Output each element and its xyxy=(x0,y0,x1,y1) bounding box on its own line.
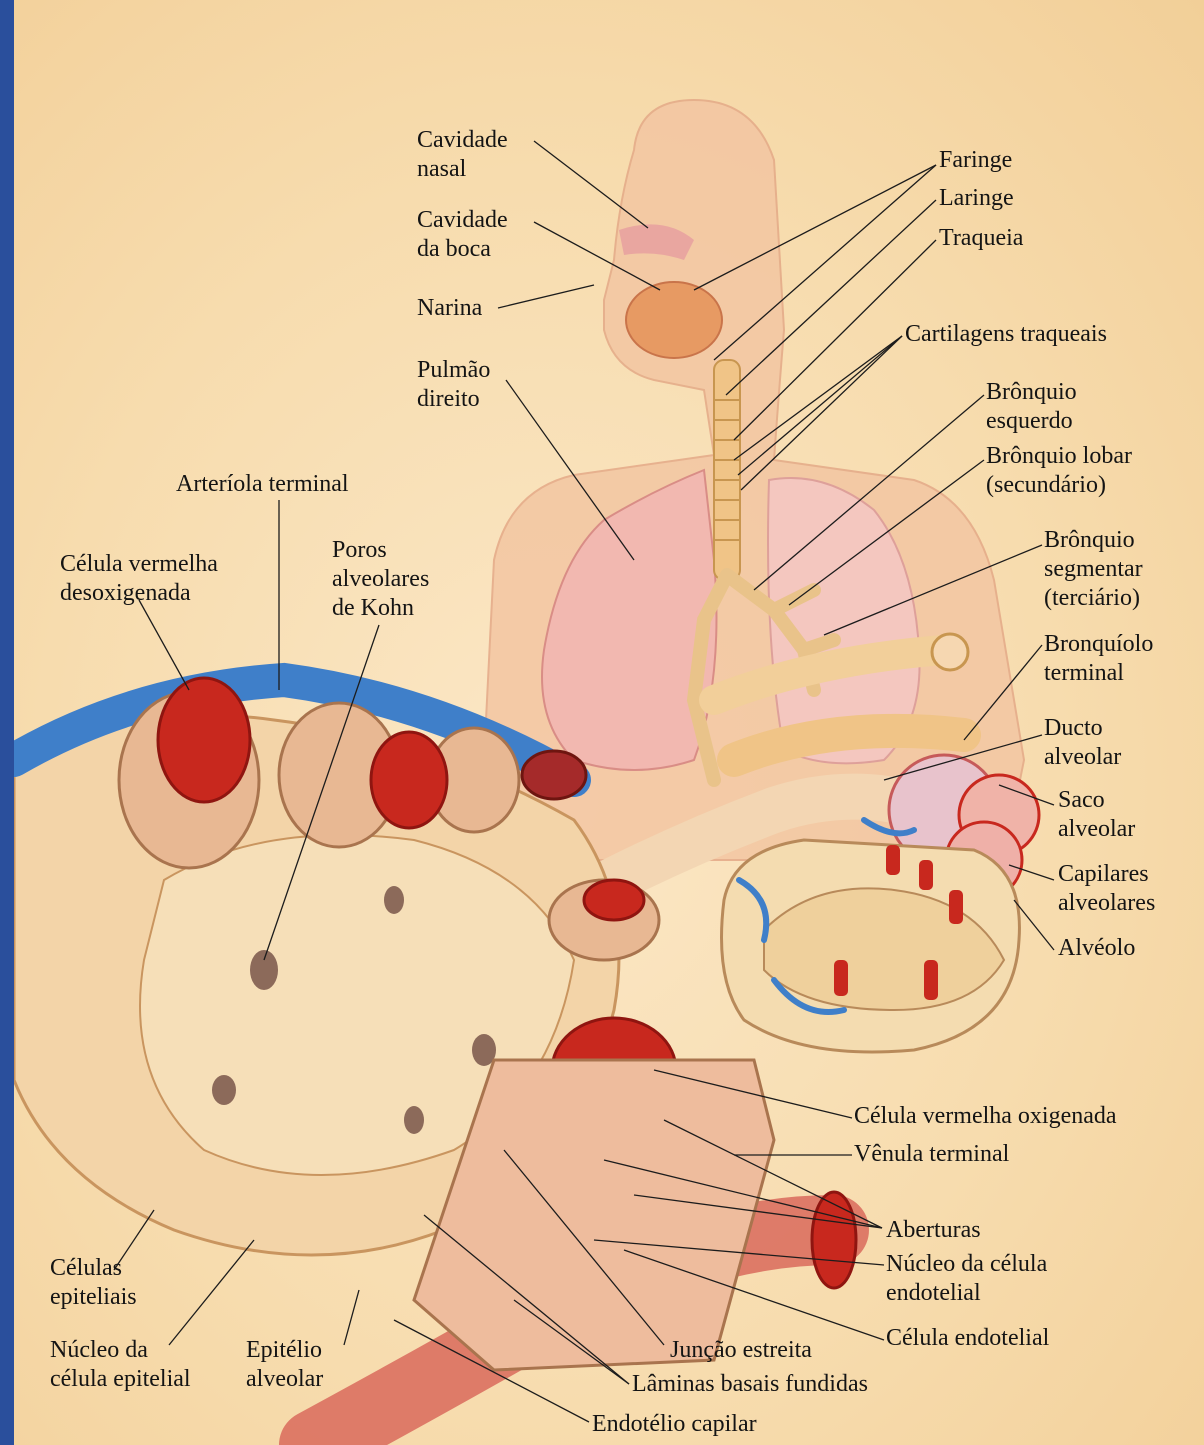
label-pulmao-direito: Pulmão direito xyxy=(417,356,490,414)
label-nucleo-celula-endotelial: Núcleo da célula endotelial xyxy=(886,1250,1047,1308)
bronchiole-opening xyxy=(932,634,968,670)
label-venula-terminal: Vênula terminal xyxy=(854,1140,1009,1169)
respiratory-illustration xyxy=(14,0,1204,1445)
label-cartilagens-traqueais: Cartilagens traqueais xyxy=(905,320,1107,349)
label-laminas-basais-fundidas: Lâminas basais fundidas xyxy=(632,1370,868,1399)
label-endotelio-capilar: Endotélio capilar xyxy=(592,1410,757,1439)
label-cavidade-nasal: Cavidade nasal xyxy=(417,126,508,184)
label-bronquio-esquerdo: Brônquio esquerdo xyxy=(986,378,1077,436)
label-celula-vermelha-desoxigenada: Célula vermelha desoxigenada xyxy=(60,550,218,608)
label-saco-alveolar: Saco alveolar xyxy=(1058,786,1135,844)
label-alveolo: Alvéolo xyxy=(1058,934,1135,963)
oral-cavity-shape xyxy=(626,282,722,358)
label-celula-endotelial: Célula endotelial xyxy=(886,1324,1049,1353)
label-laringe: Laringe xyxy=(939,184,1014,213)
leader-epitelio xyxy=(344,1290,359,1345)
label-faringe: Faringe xyxy=(939,146,1012,175)
label-celulas-epiteliais: Células epiteliais xyxy=(50,1254,137,1312)
label-epitelio-alveolar: Epitélio alveolar xyxy=(246,1336,323,1394)
label-arteriola-terminal: Arteríola terminal xyxy=(176,470,349,499)
label-celula-vermelha-oxigenada: Célula vermelha oxigenada xyxy=(854,1102,1117,1131)
label-poros-kohn: Poros alveolares de Kohn xyxy=(332,536,429,623)
label-narina: Narina xyxy=(417,294,482,323)
leader-narina xyxy=(498,285,594,308)
leader-nucleo-epitelial xyxy=(169,1240,254,1345)
label-cavidade-boca: Cavidade da boca xyxy=(417,206,508,264)
label-bronquio-segmentar: Brônquio segmentar (terciário) xyxy=(1044,526,1143,613)
label-aberturas: Aberturas xyxy=(886,1216,981,1245)
label-bronquio-lobar: Brônquio lobar (secundário) xyxy=(986,442,1132,500)
label-ducto-alveolar: Ducto alveolar xyxy=(1044,714,1121,772)
label-traqueia: Traqueia xyxy=(939,224,1023,253)
leader-celula-desox xyxy=(139,600,189,690)
label-nucleo-celula-epitelial: Núcleo da célula epitelial xyxy=(50,1336,191,1394)
label-juncao-estreita: Junção estreita xyxy=(670,1336,812,1365)
anatomy-figure: ) xyxy=(14,0,1204,1445)
label-bronquiolo-terminal: Bronquíolo terminal xyxy=(1044,630,1153,688)
trachea xyxy=(714,360,740,580)
label-capilares-alveolares: Capilares alveolares xyxy=(1058,860,1155,918)
venule-opening xyxy=(812,1192,856,1288)
